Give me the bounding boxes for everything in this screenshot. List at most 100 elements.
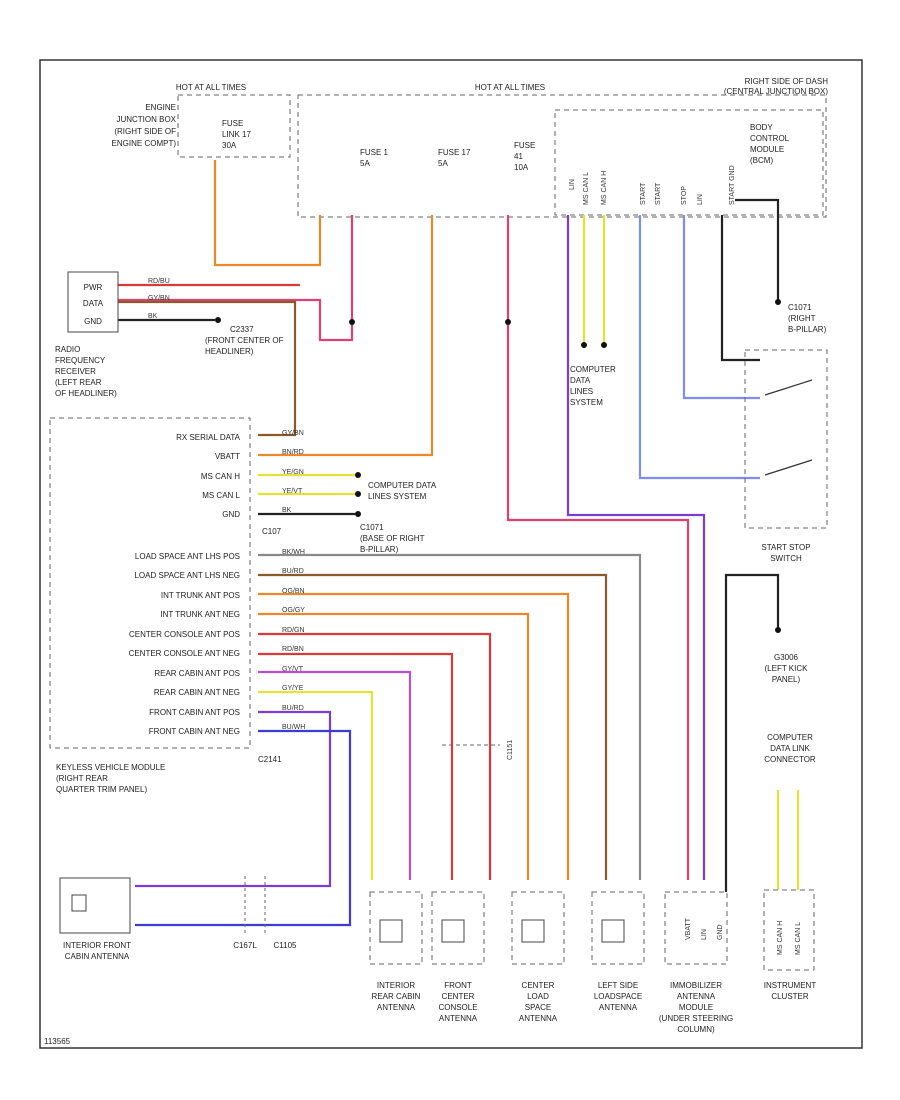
fuse17-label-2: 5A [438, 159, 448, 168]
fuse41-label-1: FUSE [514, 141, 535, 150]
antenna-name-0-0: INTERIOR [377, 981, 415, 990]
kvm-wire-code-9: RD/GN [282, 627, 305, 634]
hot-label-left: HOT AT ALL TIMES [176, 83, 246, 92]
kvm-pin-6: LOAD SPACE ANT LHS NEG [134, 571, 240, 580]
kvm-pin-2: MS CAN H [201, 472, 240, 481]
g3006-label-2: (LEFT KICK [765, 664, 809, 673]
wire-bcm-start2 [682, 215, 760, 400]
kvm-wire-code-6: BU/RD [282, 568, 304, 575]
wire-fuse17-orange [258, 215, 434, 457]
antenna-name-2-3: ANTENNA [519, 1014, 558, 1023]
cdl-dot-1 [581, 342, 587, 348]
kvm-outline [49, 417, 251, 749]
cdl-top-3: LINES [570, 387, 593, 396]
engine-junction-box-outline [177, 94, 291, 158]
bcm-pin-lin2: LIN [697, 194, 704, 205]
kvm-wire-code-8: OG/GY [282, 607, 305, 614]
kvm-gnd-dot [355, 511, 361, 517]
bcm-label-2: CONTROL [750, 134, 790, 143]
kvm-pin-1: VBATT [215, 452, 240, 461]
rf-pin-data: DATA [83, 299, 104, 308]
start-stop-switch-outline [744, 349, 828, 529]
ejb-label-2: JUNCTION BOX [116, 115, 176, 124]
bcm-pin-lin: LIN [569, 179, 576, 190]
wire-front-pos [135, 710, 332, 888]
wire-fuse1-pink [118, 215, 354, 342]
bcm-label-3: MODULE [750, 145, 784, 154]
fuse-link-label-2: LINK 17 [222, 130, 251, 139]
c107-dot-1 [349, 319, 355, 325]
antenna-name-4-3: (UNDER STEERING [659, 1014, 733, 1023]
g3006-label-3: PANEL) [772, 675, 801, 684]
kvm-wire-code-7: OG/BN [282, 588, 305, 595]
antenna-name-4-0: IMMOBILIZER [670, 981, 722, 990]
kvm-name-3: QUARTER TRIM PANEL) [56, 785, 147, 794]
cdl-kvm-2: LINES SYSTEM [368, 492, 427, 501]
rf-name-2: FREQUENCY [55, 356, 106, 365]
switch-contact-2 [764, 459, 813, 476]
antenna-name-0-2: ANTENNA [377, 1003, 416, 1012]
kvm-wire-code-13: BU/RD [282, 705, 304, 712]
antenna-name-3-0: LEFT SIDE [598, 981, 638, 990]
front-antenna-label-2: CABIN ANTENNA [65, 952, 130, 961]
wire-trunk-pos [258, 592, 570, 880]
antenna-name-1-1: CENTER [442, 992, 475, 1001]
wire-rf-data [118, 300, 297, 437]
antenna-name-3-1: LOADSPACE [594, 992, 642, 1001]
antenna-name-2-0: CENTER [522, 981, 555, 990]
antenna-name-4-1: ANTENNA [677, 992, 716, 1001]
fuse41-label-3: 10A [514, 163, 529, 172]
c2337-label-2: (FRONT CENTER OF [205, 336, 284, 345]
cdl-kvm-1: COMPUTER DATA [368, 481, 437, 490]
switch-contact-1 [764, 379, 813, 396]
c1071-kvm-2: (BASE OF RIGHT [360, 534, 425, 543]
antenna-box-0 [369, 891, 423, 965]
antenna-name-1-3: ANTENNA [439, 1014, 478, 1023]
c1071-label-2: (RIGHT [788, 314, 816, 323]
g3006-label-1: G3006 [774, 653, 799, 662]
antenna-box-3 [591, 891, 645, 965]
hot-label-right: HOT AT ALL TIMES [475, 83, 545, 92]
wire-console-pos [258, 632, 492, 880]
kvm-wire-code-4: BK [282, 507, 292, 514]
antenna-name-4-4: COLUMN) [677, 1025, 715, 1034]
wire-load-lhs-neg [258, 573, 608, 880]
bcm-pin-start1: START [640, 182, 647, 205]
kvm-wire-code-2: YE/GN [282, 469, 304, 476]
ssw-label-2: SWITCH [770, 554, 802, 563]
rf-wire-2: GY/BN [148, 295, 170, 302]
dlc-label-2: DATA LINK [770, 744, 810, 753]
ejb-label-3: (RIGHT SIDE OF [114, 127, 176, 136]
c1071-label-1: C1071 [788, 303, 812, 312]
kvm-wire-code-3: YE/VT [282, 488, 303, 495]
wire-g3006 [724, 573, 780, 630]
kvm-name-2: (RIGHT REAR [56, 774, 108, 783]
kvm-pin-12: REAR CABIN ANT NEG [154, 688, 240, 697]
cluster-outline [763, 889, 815, 971]
bcm-header-2: (CENTRAL JUNCTION BOX) [724, 87, 828, 96]
antenna-coil-1 [441, 919, 465, 943]
c107-dot-2 [505, 319, 511, 325]
bcm-pin-labels: LIN MS CAN L MS CAN H START START STOP L… [569, 165, 736, 205]
kvm-wire-code-11: GY/VT [282, 666, 304, 673]
front-antenna-label-1: INTERIOR FRONT [63, 941, 131, 950]
kvm-pin-5: LOAD SPACE ANT LHS POS [135, 552, 240, 561]
antenna-name-5-1: CLUSTER [771, 992, 809, 1001]
dlc-label-3: CONNECTOR [764, 755, 816, 764]
diagram-frame [39, 59, 863, 1049]
fuse-link-label-3: 30A [222, 141, 237, 150]
kvm-wire-code-0: GY/BN [282, 430, 304, 437]
kvm-pin-4: GND [222, 510, 240, 519]
imm-pin-gnd: GND [717, 924, 724, 940]
antenna-name-1-2: CONSOLE [438, 1003, 477, 1012]
antenna-name-0-1: REAR CABIN [372, 992, 421, 1001]
cdl-top-4: SYSTEM [570, 398, 603, 407]
rf-pin-gnd: GND [84, 317, 102, 326]
front-cabin-antenna-box [59, 877, 131, 934]
kvm-pin-3: MS CAN L [202, 491, 240, 500]
wire-front-neg [135, 729, 352, 927]
rf-name-1: RADIO [55, 345, 80, 354]
wire-fuse41-pink [506, 215, 690, 880]
cdl-top-2: DATA [570, 376, 591, 385]
kvm-canl-dot [355, 491, 361, 497]
